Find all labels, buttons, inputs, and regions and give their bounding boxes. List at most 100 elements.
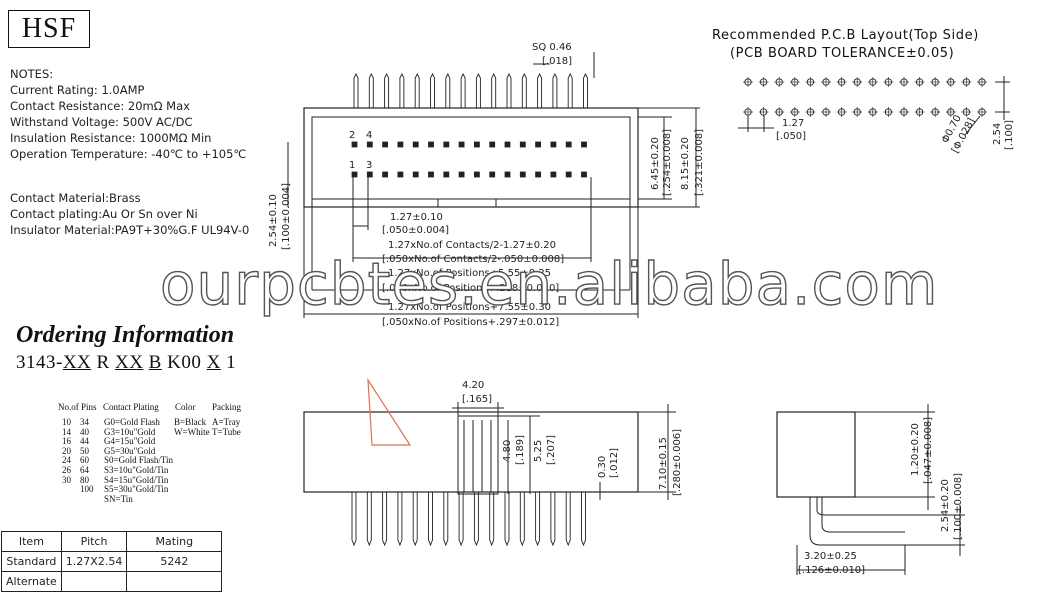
label-no-of-pins: No.of Pins — [58, 402, 97, 412]
formula-positions-b-inch: [.050xNo.of Positions+.297±0.012] — [382, 317, 560, 328]
contact-square — [565, 171, 572, 178]
side-d254-inch: [.100±0.008] — [953, 472, 964, 540]
contact-square — [366, 141, 373, 148]
pin-count: 24 — [62, 455, 71, 466]
packing-options: A=Tray T=Tube — [212, 417, 241, 437]
contact-square — [519, 171, 526, 178]
plating-option: S3=10u"Gold/Tin — [104, 464, 169, 475]
plating-option: S5=30u"Gold/Tin — [104, 484, 169, 495]
front-width: 4.20 — [462, 380, 485, 391]
code-part: 3143- — [16, 352, 63, 373]
contact-square — [397, 171, 404, 178]
pin-leg — [458, 492, 464, 547]
table-cell: Alternate — [1, 571, 62, 592]
front-body-outline — [303, 411, 639, 493]
header-key-slot — [437, 198, 497, 208]
pin-tail — [460, 72, 466, 108]
contact-square — [428, 171, 434, 178]
contact-square — [366, 171, 373, 178]
side-pin-bent — [821, 497, 905, 533]
dim-815-inch: [.321±0.008] — [694, 128, 705, 196]
side-d120-inch: [.047±0.008] — [923, 416, 934, 484]
pin-leg — [397, 492, 403, 547]
label-packing: Packing — [212, 402, 241, 412]
contact-square — [550, 141, 557, 148]
plating-option: G4=15u"Gold — [104, 436, 156, 447]
front-h710-inch: [.280±0.006] — [672, 428, 683, 496]
table-row: Alternate — [1, 571, 223, 592]
pin-count: 26 — [62, 464, 71, 475]
formula-contacts: 1.27xNo.of Contacts/2-1.27±0.20 — [388, 240, 556, 251]
contact-square — [535, 141, 541, 148]
contact-square — [351, 171, 358, 178]
pin-count: 16 — [62, 436, 71, 447]
note-line: Insulation Resistance: 1000MΩ Min — [10, 131, 212, 145]
side-d254: 2.54±0.20 — [940, 479, 951, 532]
code-part: R — [91, 352, 115, 373]
pin-tail — [414, 72, 420, 108]
dim-645: 6.45±0.20 — [650, 137, 661, 190]
contact-square — [412, 141, 419, 148]
pin-tail — [521, 72, 527, 108]
pcb-layout-title: Recommended P.C.B Layout(Top Side) — [712, 28, 979, 43]
ordering-code: 3143-XX R XX B K00 X 1 — [16, 352, 236, 374]
contact-square — [351, 141, 358, 148]
contact-square — [443, 171, 450, 178]
side-d120: 1.20±0.20 — [910, 423, 921, 476]
contact-square — [581, 141, 587, 148]
formula-positions-a: 1.27xNo.of Positions+5.55±0.25 — [388, 268, 552, 279]
note-line: Operation Temperature: -40℃ to +105℃ — [10, 147, 247, 161]
pin-tail — [353, 72, 359, 108]
packing-option: T=Tube — [212, 426, 241, 437]
table-cell: Standard — [1, 551, 62, 572]
pin-tail — [583, 72, 588, 108]
code-color: B — [148, 352, 162, 373]
packing-option: A=Tray — [212, 417, 241, 427]
contact-square — [412, 171, 419, 178]
front-h525: 5.25 — [533, 439, 544, 462]
pin-count: 44 — [80, 436, 89, 447]
plating-option: S0=Gold Flash/Tin — [104, 455, 174, 466]
dim-127-top-inch: [.050±0.004] — [382, 225, 450, 236]
table-cell — [126, 571, 223, 592]
pcb-pitch-label: 1.27 — [782, 118, 805, 129]
plating-option: G5=30u"Gold — [104, 445, 156, 456]
contact-square — [581, 171, 587, 178]
pin-tail — [368, 72, 374, 108]
contact-square — [458, 141, 465, 148]
contact-square — [504, 171, 511, 178]
dim-645-inch: [.254±0.008] — [662, 128, 673, 196]
contact-square — [443, 141, 450, 148]
pcb-hole-leader — [964, 115, 981, 136]
pin-leg — [550, 492, 556, 547]
material-line: Contact Material:Brass — [10, 191, 141, 205]
contact-square — [397, 141, 404, 148]
plating-option: SN=Tin — [104, 493, 133, 504]
table-header-row: Item Pitch Mating — [1, 531, 223, 552]
label-contact-plating: Contact Plating — [103, 402, 159, 412]
pin-tail — [430, 72, 435, 108]
pin-count: 50 — [80, 445, 89, 456]
pin-count: 60 — [80, 455, 89, 466]
pin-tail — [506, 72, 512, 108]
pin-tail — [491, 72, 497, 108]
sq-inch: [.018] — [542, 56, 573, 67]
pin-tail — [567, 72, 573, 108]
table-cell: 5242 — [126, 551, 223, 572]
pin-leg — [412, 492, 418, 547]
formula-positions-b: 1.27xNo.of Positions+7.55±0.30 — [388, 302, 552, 313]
pin-tail — [552, 72, 558, 108]
side-pin-bent — [816, 497, 905, 516]
table-cell: 1.27X2.54 — [60, 551, 128, 572]
header-outer-outline — [303, 107, 639, 208]
material-line: Insulator Material:PA9T+30%G.F UL94V-0 — [10, 223, 250, 237]
pin-label-1: 1 — [349, 160, 356, 171]
plating-option: G0=Gold Flash — [104, 417, 160, 427]
dim-127-top: 1.27±0.10 — [390, 212, 443, 223]
pcb-layout-subtitle: (PCB BOARD TOLERANCE±0.05) — [730, 46, 955, 61]
contact-square — [382, 141, 389, 148]
sq-label: SQ 0.46 — [532, 42, 572, 53]
pcb-row-spacing-inch: [.100] — [1004, 119, 1015, 150]
code-part: K00 — [161, 352, 207, 373]
